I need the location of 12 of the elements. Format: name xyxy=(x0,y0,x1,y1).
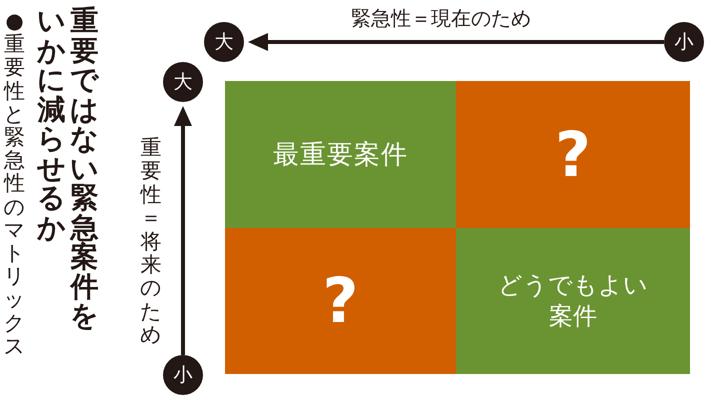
axis-end-marker: 小 xyxy=(163,355,203,395)
matrix-quadrant: どうでもよい案件 xyxy=(456,228,690,374)
title: 重要ではない緊急案件をいかに減らせるか xyxy=(37,6,99,332)
axis-end-marker: 大 xyxy=(163,62,203,102)
axis-arrow xyxy=(174,106,192,355)
matrix-quadrant: ? xyxy=(456,81,690,228)
matrix-quadrant: 最重要案件 xyxy=(225,81,456,228)
subtitle: ●重要性と緊急性のマトリックス xyxy=(3,10,26,358)
axis-end-marker: 小 xyxy=(664,22,704,62)
axis-arrow xyxy=(248,33,664,51)
axis-end-marker: 大 xyxy=(204,22,244,62)
matrix-quadrant: ? xyxy=(225,228,456,374)
